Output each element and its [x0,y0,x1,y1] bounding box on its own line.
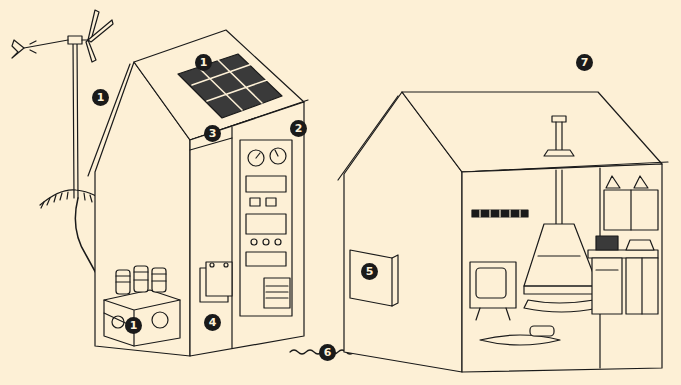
callout-number: 5 [361,263,378,280]
callout-number: 7 [576,54,593,71]
callout-number: 1 [125,317,142,334]
callout-number: 1 [195,54,212,71]
house [338,92,668,372]
callout-number: 6 [319,344,336,361]
callout-number: 4 [204,314,221,331]
callout-number: 2 [290,120,307,137]
callout-number: 1 [92,89,109,106]
callout-number: 3 [204,125,221,142]
shed [88,30,308,356]
